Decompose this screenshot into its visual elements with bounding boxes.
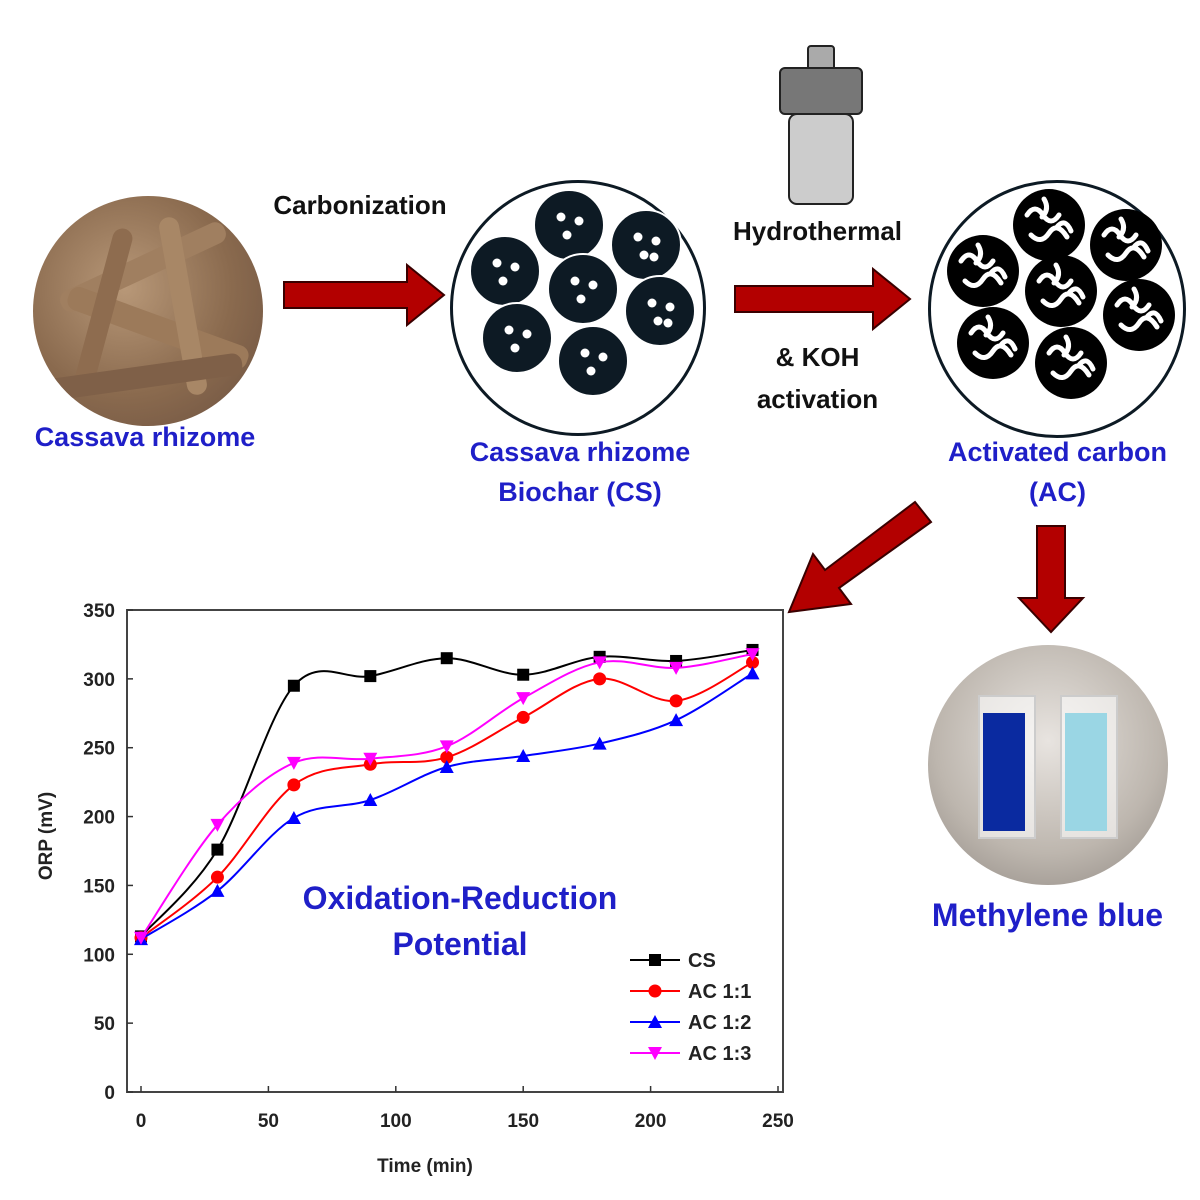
biochar-particle [481,302,553,374]
data-point [516,692,531,706]
x-tick-label: 200 [635,1111,667,1132]
hydrothermal-label: Hydrothermal [732,216,903,246]
orp-chart: 0 50 100 150 200 250 300 350 0 50 100 150 200 250Time… [36,601,794,1177]
methylene-blue-photo [928,645,1168,885]
legend-marker [648,1015,662,1028]
data-point [745,648,760,662]
data-point [440,652,453,665]
data-point [746,655,760,669]
biochar-label-line2: Biochar (CS) [498,477,662,507]
y-tick-label: 300 [83,670,115,691]
cassava-rhizome-label: Cassava rhizome [34,422,256,452]
data-point [592,656,607,670]
plot-frame [126,609,784,1093]
data-point [210,818,225,832]
carbonization-label: Carbonization [273,190,447,220]
x-tick-label: 50 [258,1111,279,1132]
biochar-illustration [450,180,706,436]
y-tick-label: 350 [83,601,115,622]
biochar-particle [557,325,629,397]
data-point [134,931,148,945]
activated-carbon-particle [1025,255,1097,327]
activated-carbon-particle [947,235,1019,307]
koh-label-line1: & KOH [775,342,860,372]
ac-label-line1: Activated carbon [947,437,1168,467]
hydrothermal-reactor-icon [779,45,863,205]
activated-carbon-label: Activated carbon (AC) [910,432,1200,512]
y-tick-label: 150 [83,876,115,897]
x-tick-label: 100 [380,1111,412,1132]
data-point [669,713,684,727]
activated-carbon-particle [1090,209,1162,281]
diagonal-arrow-icon [787,500,933,614]
data-point [440,750,454,764]
orp-annotation-line2: Potential [392,926,528,962]
y-tick-label: 250 [83,739,115,760]
biochar-particle [624,275,696,347]
legend-marker [649,954,661,966]
data-point [286,810,301,824]
cassava-rhizome-photo [33,196,263,426]
data-point [210,870,224,884]
series-line-ac13 [140,653,753,939]
data-point [593,672,607,686]
data-point [517,668,530,681]
data-point [516,748,531,762]
data-point [211,843,224,856]
right-arrow-icon [283,262,446,328]
activated-carbon-particle [1103,279,1175,351]
data-point [287,679,300,692]
right-arrow-icon [734,266,912,332]
x-axis-label: Time (min) [377,1156,473,1177]
data-point [363,752,378,766]
legend-label: AC 1:3 [688,1043,751,1065]
legend-marker [648,1047,662,1060]
methylene-blue-label: Methylene blue [931,897,1164,933]
data-point [364,670,377,683]
legend-marker [648,984,662,998]
series-line-ac12 [140,672,754,940]
biochar-label-line1: Cassava rhizome [469,437,691,467]
legend-label: AC 1:1 [688,981,751,1003]
series-line-cs [140,648,753,938]
koh-activation-label: & KOH activation [700,336,935,420]
data-point [439,740,454,754]
biochar-particle [469,235,541,307]
biochar-particle [533,189,605,261]
data-point [363,793,378,807]
data-point [592,736,607,750]
koh-label-line2: activation [756,384,879,414]
down-arrow-icon [1016,525,1086,634]
activated-carbon-particle [1013,189,1085,261]
x-tick-label: 250 [762,1111,794,1132]
y-tick-label: 200 [83,808,115,829]
data-point [287,778,301,792]
activated-carbon-particle [957,307,1029,379]
data-point [439,759,454,773]
data-point [745,666,760,680]
data-point [516,710,530,724]
orp-chart-annotation: Oxidation-Reduction Potential [260,875,660,967]
x-tick-label: 0 [136,1111,147,1132]
y-tick-label: 0 [104,1083,115,1104]
biochar-particle [547,253,619,325]
legend-label: CS [688,950,716,972]
data-point [669,694,683,708]
data-point [286,756,301,770]
biochar-particle [610,209,682,281]
y-tick-label: 50 [94,1014,115,1035]
biochar-label: Cassava rhizome Biochar (CS) [420,432,740,512]
activated-carbon-illustration [928,180,1186,438]
ac-label-line2: (AC) [1029,477,1086,507]
legend-label: AC 1:2 [688,1012,751,1034]
orp-annotation-line1: Oxidation-Reduction [302,880,618,916]
activated-carbon-particle [1035,327,1107,399]
y-axis-label: ORP (mV) [36,792,57,880]
data-point [210,883,225,897]
x-tick-label: 150 [507,1111,539,1132]
data-point [669,661,684,675]
y-tick-label: 100 [83,945,115,966]
